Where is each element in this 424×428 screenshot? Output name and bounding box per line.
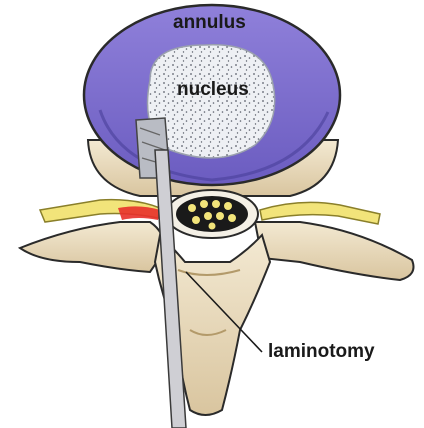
lamina-left <box>17 221 167 274</box>
laminotomy-label: laminotomy <box>268 341 375 362</box>
annulus-label: annulus <box>173 12 246 33</box>
nucleus-label: nucleus <box>177 79 249 100</box>
nerve-fibers <box>188 200 236 230</box>
laminotomy-leader <box>185 271 263 353</box>
instrument-shaft <box>154 149 187 428</box>
nerve-root-right <box>259 201 381 225</box>
lamina-right <box>253 221 415 282</box>
inflamed-nerve <box>118 206 160 220</box>
